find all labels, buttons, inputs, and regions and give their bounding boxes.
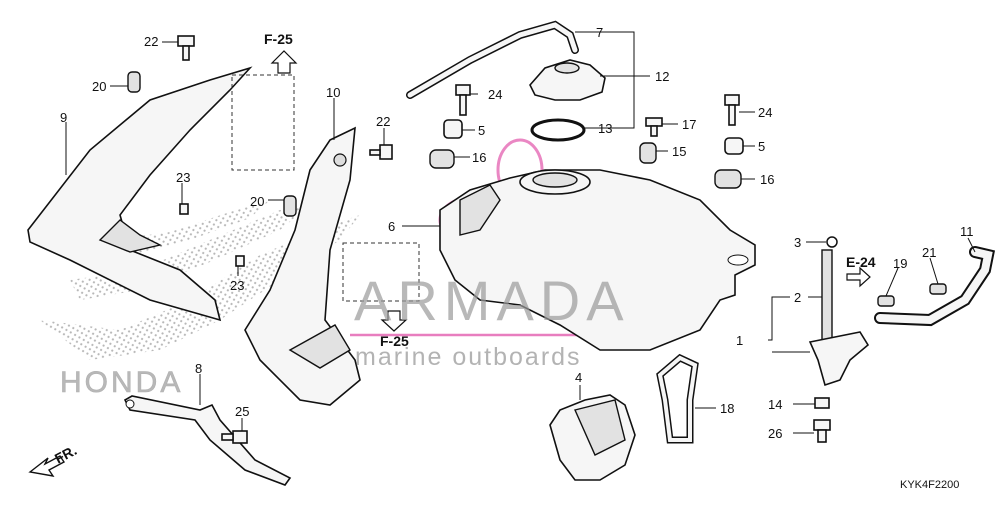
part-25-bolt xyxy=(221,430,248,444)
label-14: 11 xyxy=(960,224,974,239)
part-23-screw-lower xyxy=(235,255,245,267)
part-24-bolt-right xyxy=(724,94,740,126)
part-4-tank-band xyxy=(549,394,636,481)
label-18: 18 xyxy=(720,401,734,416)
honda-logo-watermark: HONDA xyxy=(60,366,183,399)
part-21-clip xyxy=(929,283,947,295)
part-23-screw-upper xyxy=(179,203,189,215)
label-9: 9 xyxy=(60,110,67,125)
label-25: 25 xyxy=(235,404,249,419)
label-26: 26 xyxy=(768,426,782,441)
part-number-labels: 22 20 9 23 20 23 10 22 8 25 24 5 16 6 7 … xyxy=(60,25,974,441)
label-8: 8 xyxy=(195,361,202,376)
part-13-washer xyxy=(814,397,830,409)
label-11: 12 xyxy=(655,69,669,84)
label-4: 4 xyxy=(575,370,582,385)
label-3: 3 xyxy=(794,235,801,250)
part-2-fuel-strainer xyxy=(821,249,833,343)
label-1: 1 xyxy=(736,333,743,348)
part-16-rubber-right xyxy=(714,169,742,189)
label-20-mid: 20 xyxy=(250,194,264,209)
part-14-fuel-hose xyxy=(874,246,996,327)
label-2: 2 xyxy=(794,290,801,305)
label-23-upper: 23 xyxy=(176,170,190,185)
ref-box-f25-bottom xyxy=(342,242,420,302)
diagram-code: KYK4F2200 xyxy=(900,479,959,491)
ref-label-f25-top: F-25 xyxy=(264,31,293,47)
part-20-clip-mid xyxy=(283,195,297,217)
armada-watermark-text: ARMADA xyxy=(354,269,630,332)
label-24-left: 24 xyxy=(488,87,502,102)
label-17: 17 xyxy=(682,117,696,132)
arrow-up-icon xyxy=(270,50,298,74)
label-16-left: 16 xyxy=(472,150,486,165)
label-24-right: 24 xyxy=(758,105,772,120)
label-22-mid: 22 xyxy=(376,114,390,129)
label-12: 13 xyxy=(598,121,612,136)
part-17-screw xyxy=(645,117,663,137)
label-10: 10 xyxy=(326,85,340,100)
label-16-right: 16 xyxy=(760,172,774,187)
part-22-bolt-top xyxy=(177,35,195,61)
label-22-top: 22 xyxy=(144,34,158,49)
arrow-right-icon xyxy=(846,266,871,288)
part-5-collar-right xyxy=(724,137,744,155)
ref-label-e24: E-24 xyxy=(846,254,876,270)
label-15: 15 xyxy=(672,144,686,159)
label-6: 6 xyxy=(388,219,395,234)
part-26-drain-bolt xyxy=(813,419,831,443)
label-23-lower: 23 xyxy=(230,278,244,293)
part-16-rubber-left xyxy=(429,149,455,169)
ref-box-f25-top xyxy=(231,74,295,171)
part-11-fuel-cap xyxy=(529,59,606,101)
part-7-breather-hose xyxy=(406,20,579,99)
part-19-clip xyxy=(877,295,895,307)
label-5-left: 5 xyxy=(478,123,485,138)
part-15-damper xyxy=(639,142,657,164)
label-7: 7 xyxy=(596,25,603,40)
label-5-right: 5 xyxy=(758,139,765,154)
label-13: 14 xyxy=(768,397,782,412)
part-9-left-shroud xyxy=(27,66,253,322)
label-20-top: 20 xyxy=(92,79,106,94)
part-18-rubber-strap xyxy=(656,353,699,444)
part-20-clip-top xyxy=(127,71,141,93)
part-22-bolt-mid xyxy=(369,144,393,160)
part-5-collar-left xyxy=(443,119,463,139)
leader-lines xyxy=(65,31,976,434)
armada-tagline-text: marine outboards xyxy=(355,343,582,371)
label-21: 21 xyxy=(922,245,936,260)
part-10-right-shroud xyxy=(244,126,361,406)
part-12-cap-gasket xyxy=(530,118,586,142)
part-24-bolt-left xyxy=(455,84,471,116)
fr-arrow-icon xyxy=(28,455,66,477)
label-19: 19 xyxy=(893,256,907,271)
part-3-o-ring xyxy=(826,236,838,248)
part-8-stay xyxy=(123,395,292,486)
part-6-fuel-tank xyxy=(439,169,756,351)
arrow-down-icon xyxy=(380,310,408,332)
ref-label-f25-bottom: F-25 xyxy=(380,333,409,349)
part-1-fuel-valve xyxy=(808,331,870,387)
